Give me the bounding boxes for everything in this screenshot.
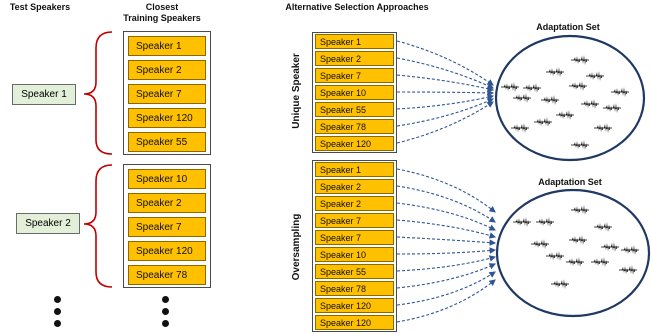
header-adaptation-set-2: Adaptation Set (538, 177, 602, 187)
ellipsis-dot (162, 320, 169, 327)
waveforms-set-2 (512, 204, 640, 290)
oversampling-item-8: Speaker 78 (315, 281, 394, 296)
oversampling-item-2: Speaker 2 (315, 179, 394, 194)
closest-1-speaker-2: Speaker 2 (128, 60, 206, 80)
header-closest: Closest (145, 2, 179, 12)
ellipsis-dot (54, 308, 61, 315)
closest-2-speaker-2: Speaker 2 (128, 193, 206, 213)
unique-item-5: Speaker 55 (315, 102, 394, 117)
ellipsis-dot (162, 308, 169, 315)
closest-1-speaker-55: Speaker 55 (128, 132, 206, 152)
header-test-speakers: Test Speakers (9, 2, 71, 12)
header-alternative-approaches: Alternative Selection Approaches (285, 2, 429, 12)
waveforms-set-1 (500, 54, 630, 151)
ellipsis-dot (54, 296, 61, 303)
header-training-speakers: Training Speakers (123, 13, 201, 23)
closest-2-speaker-7: Speaker 7 (128, 217, 206, 237)
oversampling-item-4: Speaker 7 (315, 213, 394, 228)
unique-item-1: Speaker 1 (315, 34, 394, 49)
closest-2-speaker-78: Speaker 78 (128, 265, 206, 285)
arrows-oversampling (396, 168, 497, 323)
oversampling-item-10: Speaker 120 (315, 315, 394, 330)
ellipsis-dot (162, 296, 169, 303)
closest-2-speaker-10: Speaker 10 (128, 169, 206, 189)
bracket-group-2 (83, 164, 113, 288)
unique-item-4: Speaker 10 (315, 85, 394, 100)
header-adaptation-set-1: Adaptation Set (536, 22, 600, 32)
unique-item-6: Speaker 78 (315, 119, 394, 134)
unique-item-3: Speaker 7 (315, 68, 394, 83)
arrows-unique (396, 40, 495, 144)
unique-item-7: Speaker 120 (315, 136, 394, 151)
ellipsis-dot (54, 320, 61, 327)
test-speaker-1: Speaker 1 (12, 84, 76, 105)
oversampling-item-9: Speaker 120 (315, 298, 394, 313)
unique-item-2: Speaker 2 (315, 51, 394, 66)
adaptation-ellipse-2 (495, 188, 651, 318)
oversampling-item-1: Speaker 1 (315, 162, 394, 177)
oversampling-item-5: Speaker 7 (315, 230, 394, 245)
oversampling-item-3: Speaker 2 (315, 196, 394, 211)
adaptation-ellipse-1 (494, 34, 646, 162)
closest-1-speaker-120: Speaker 120 (128, 108, 206, 128)
test-speaker-2: Speaker 2 (16, 213, 80, 234)
bracket-group-1 (83, 31, 113, 155)
oversampling-item-7: Speaker 55 (315, 264, 394, 279)
closest-1-speaker-1: Speaker 1 (128, 36, 206, 56)
closest-1-speaker-7: Speaker 7 (128, 84, 206, 104)
oversampling-item-6: Speaker 10 (315, 247, 394, 262)
closest-2-speaker-120: Speaker 120 (128, 241, 206, 261)
